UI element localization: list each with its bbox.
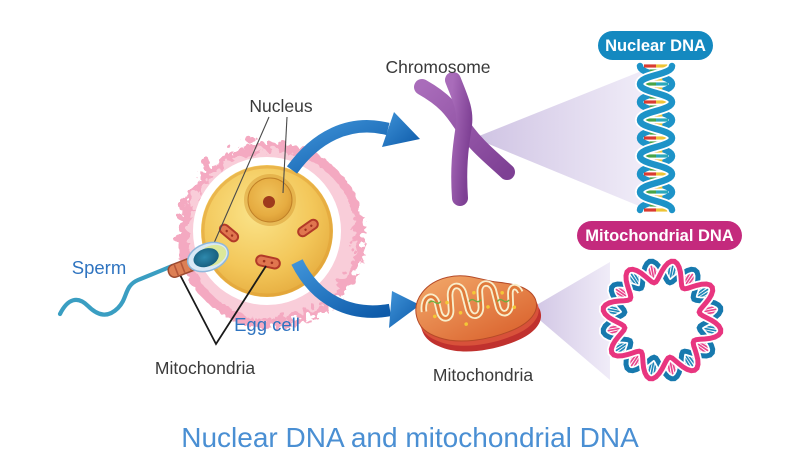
- chromosome-illustration: [414, 72, 515, 206]
- arrow-nucleus-to-chromosome: [286, 112, 420, 174]
- mitochondria-label-left: Mitochondria: [155, 358, 255, 378]
- egg-mitochondrion-3: [255, 254, 281, 270]
- mitochondria-illustration: [415, 275, 541, 352]
- nuclear-dna-badge-label: Nuclear DNA: [605, 37, 706, 55]
- sperm-head: [186, 241, 230, 273]
- egg-cytoplasm-rim: [201, 165, 333, 297]
- mitochondrial-dna-badge-pill: [577, 221, 742, 250]
- mitochondria-dna-squiggles: [428, 298, 510, 304]
- beam-to-nuclear-dna: [474, 70, 644, 208]
- nuclear-dna-badge: Nuclear DNA: [598, 31, 713, 60]
- nuclear-dna-helix: [634, 61, 678, 215]
- mitochondrial-dna-badge-label: Mitochondrial DNA: [585, 227, 734, 245]
- nucleus-label: Nucleus: [249, 96, 312, 116]
- mitochondria-matrix: [415, 275, 537, 342]
- sperm-label: Sperm: [72, 257, 127, 278]
- beam-to-mitochondrial-dna: [528, 262, 610, 380]
- chromatid-2: [445, 72, 473, 206]
- nucleus-pointer-to-sperm: [210, 116, 270, 251]
- mitochondrial-dna-ring: [599, 257, 725, 383]
- pointer-lines: [210, 116, 288, 251]
- mitochondria-pointer-lines: [177, 265, 267, 346]
- chromosome-label: Chromosome: [385, 57, 490, 77]
- egg-mitochondrion-2: [297, 218, 319, 238]
- sperm-illustration: [57, 241, 230, 317]
- arrow-egg-to-mitochondria: [291, 259, 420, 328]
- nuclear-dna-badge-pill: [598, 31, 713, 60]
- sperm-tail: [57, 263, 175, 317]
- mitochondria-cristae-channel: [422, 282, 522, 320]
- egg-cell-label: Egg cell: [234, 314, 300, 335]
- mitochondrial-dna-badge: Mitochondrial DNA: [577, 221, 742, 250]
- mitochondria-granules: [432, 290, 517, 326]
- mitochondria-label-right: Mitochondria: [433, 365, 533, 385]
- egg-nucleolus: [263, 196, 275, 208]
- page-title: Nuclear DNA and mitochondrial DNA: [181, 422, 639, 453]
- nucleus-pointer-to-egg: [282, 116, 288, 194]
